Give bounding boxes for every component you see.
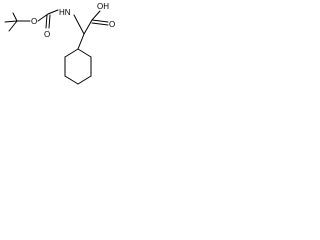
boc-ester-oxygen-label: O [31,17,37,26]
bond-acid-double-2 [91,22,109,26]
bond-carbonyl-double-1 [45,14,48,29]
bond-carbonyl-double-2 [48,14,51,29]
bond-acid-double-1 [91,19,109,23]
alpha-carbon-group [73,14,93,50]
bond-tbu-methyl-left [4,20,18,23]
bond-n-to-alpha-c [73,14,85,35]
bond-tbu-methyl-top [12,12,18,22]
bond-alpha-c-to-ring [77,33,85,50]
bond-alpha-c-to-acid-c [83,19,93,35]
atom-labels: O O HN OH O [31,2,115,39]
ring-bond-1 [77,48,92,58]
amide-nitrogen-label: HN [59,8,71,17]
ring-bond-4 [64,75,79,85]
bond-carbonyl-c-to-n [47,9,59,15]
boc-carbonyl-group [37,9,59,29]
bond-tbu-methyl-bottom [8,20,18,32]
ring-bond-3 [77,75,92,85]
chemical-structure: O O HN OH O [4,2,115,85]
bond-acid-c-to-oh [91,10,101,21]
acid-hydroxyl-label: OH [97,2,109,11]
ring-bond-6 [64,48,79,58]
bond-ester-o-to-carbonyl-c [37,13,49,22]
boc-carbonyl-oxygen-label: O [44,30,50,39]
carboxylic-acid-group [91,10,109,26]
acid-carbonyl-oxygen-label: O [109,20,115,29]
tert-butyl-group [4,12,31,32]
cyclohexyl-ring [64,48,92,85]
